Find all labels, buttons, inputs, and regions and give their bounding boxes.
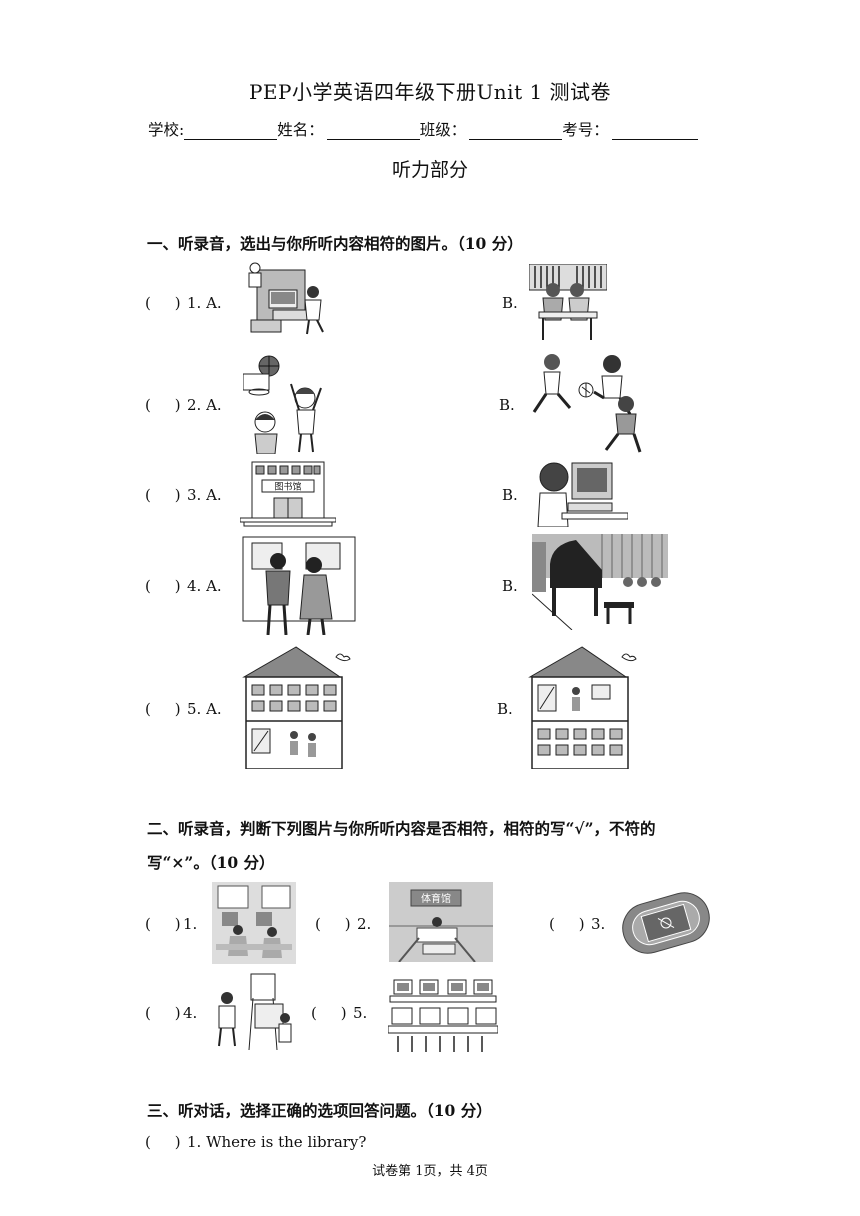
part2-heading-line2: 写“×”。（10 分） <box>147 853 275 872</box>
part2-item-3: ( )3. <box>549 915 606 933</box>
class-label: 班级： <box>419 121 467 139</box>
art-class-illustration <box>218 973 292 1051</box>
part1-item-1: ( )1. A. <box>145 294 222 312</box>
gym-room-illustration: 体育馆 <box>389 882 493 962</box>
part1-item-1-b: B. <box>502 294 518 312</box>
part1-item-3: ( )3. A. <box>145 486 222 504</box>
part1-item-5-b: B. <box>497 700 513 718</box>
computer-room-illustration <box>212 882 296 964</box>
page-title: PEP小学英语四年级下册Unit 1 测试卷 <box>248 80 612 104</box>
music-room-piano-illustration <box>532 534 668 630</box>
page-footer: 试卷第 1页，共 4页 <box>372 1164 488 1179</box>
computer-lab-illustration <box>388 979 498 1052</box>
school-building-illustration-b <box>528 646 637 769</box>
student-info-line: 学校: 姓名： 班级： 考号： <box>148 118 698 140</box>
part1-heading: 一、听录音，选出与你所听内容相符的图片。（10 分） <box>147 234 523 253</box>
playground-track-illustration <box>622 892 710 954</box>
school-building-illustration-a <box>242 646 351 769</box>
part1-item-3-b: B. <box>502 486 518 504</box>
school-blank[interactable] <box>184 123 278 140</box>
school-label: 学校: <box>148 121 185 139</box>
library-building-illustration: 图书馆 <box>240 461 336 527</box>
library-sign-text: 图书馆 <box>274 481 301 493</box>
gym-sign-text: 体育馆 <box>421 892 451 905</box>
using-computer-illustration <box>537 462 628 527</box>
part2-heading-line1: 二、听录音，判断下列图片与你所听内容是否相符，相符的写“√”，不符的 <box>147 819 656 838</box>
part1-item-5: ( )5. A. <box>145 700 222 718</box>
exam-number-blank[interactable] <box>611 123 698 140</box>
class-blank[interactable] <box>469 123 563 140</box>
part2-item-5: ( )5. <box>311 1004 368 1022</box>
playing-basketball-illustration <box>243 355 322 454</box>
part1-item-4-b: B. <box>502 577 518 595</box>
part3-heading: 三、听对话，选择正确的选项回答问题。（10 分） <box>147 1101 492 1120</box>
part1-item-4: ( )4. A. <box>145 577 222 595</box>
part1-item-2: ( )2. A. <box>145 396 222 414</box>
looking-at-wall-pictures-illustration <box>242 536 356 635</box>
part2-item-4: ( )4. <box>145 1004 198 1022</box>
name-blank[interactable] <box>326 123 420 140</box>
part1-item-2-b: B. <box>499 396 515 414</box>
part3-question-1: ( )1. Where is the library? <box>145 1133 367 1151</box>
listening-section-heading: 听力部分 <box>391 159 468 181</box>
playing-football-illustration <box>532 354 642 453</box>
part2-item-2: ( )2. <box>315 915 372 933</box>
exam-number-label: 考号： <box>562 121 609 139</box>
name-label: 姓名： <box>277 121 324 139</box>
part2-item-1: ( )1. <box>145 915 198 933</box>
reading-in-library-illustration <box>529 264 607 340</box>
office-workers-illustration <box>248 262 324 335</box>
